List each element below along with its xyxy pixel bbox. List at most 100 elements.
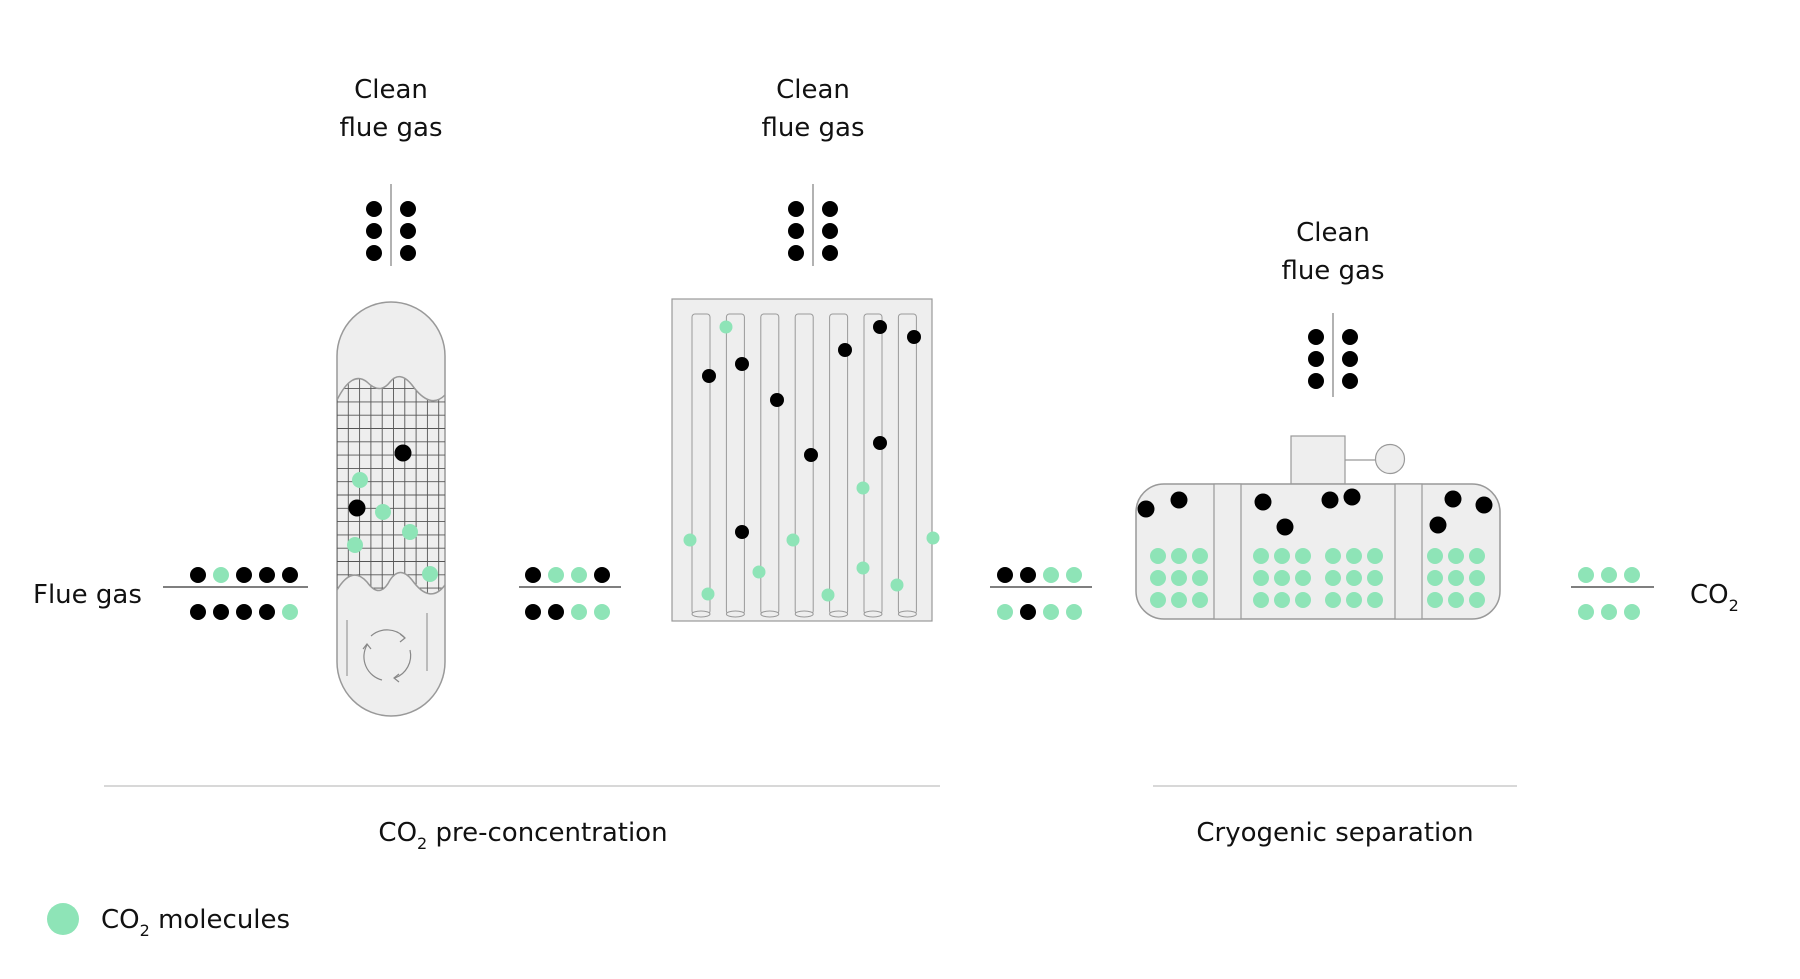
gas-molecule [735, 357, 749, 371]
co2-molecule [1469, 548, 1485, 564]
co2-molecule [1295, 592, 1311, 608]
gas-molecule [1321, 491, 1339, 509]
gas-molecule [822, 223, 838, 239]
co2-molecule [1325, 570, 1341, 586]
co2-molecule [571, 604, 587, 620]
gas-molecule [822, 245, 838, 261]
co2-molecule [347, 537, 363, 553]
vessel-partition [1213, 483, 1242, 620]
gas-molecule [1475, 496, 1493, 514]
gas-molecule [394, 444, 412, 462]
co2-molecule [1150, 570, 1166, 586]
co2-molecule [1367, 548, 1383, 564]
outlet-cryo: Clean flue gas [1281, 218, 1385, 397]
gas-molecule [997, 567, 1013, 583]
gas-molecule [788, 245, 804, 261]
co2-molecule [926, 531, 940, 545]
co2-molecule [1578, 567, 1594, 583]
outlet-adsorber: Clean flue gas [339, 75, 443, 266]
gas-molecule [236, 567, 252, 583]
co2-molecule [1150, 548, 1166, 564]
gas-molecule [366, 245, 382, 261]
stream-feed [163, 567, 308, 620]
gas-molecule [873, 320, 887, 334]
gas-molecule [1308, 351, 1324, 367]
gas-molecule [1170, 491, 1188, 509]
stream-after-adsorber [519, 567, 621, 620]
co2-molecule [213, 567, 229, 583]
co2-molecule [1274, 592, 1290, 608]
co2-molecule [1367, 570, 1383, 586]
bed-top-edge [336, 376, 446, 402]
co2-molecule [752, 565, 766, 579]
co2-molecule [1346, 570, 1362, 586]
gas-molecule [1276, 518, 1294, 536]
co2-molecule [1192, 570, 1208, 586]
gas-molecule [1308, 373, 1324, 389]
membrane-tube [829, 313, 849, 615]
co2-molecule [1066, 567, 1082, 583]
outlet-membrane: Clean flue gas [761, 75, 865, 266]
gas-molecule [348, 499, 366, 517]
co2-molecule [1624, 567, 1640, 583]
co2-molecule [1066, 604, 1082, 620]
co2-molecule [1274, 548, 1290, 564]
outlet-label-line1: Clean [1296, 218, 1370, 248]
outlet-label-line1: Clean [354, 75, 428, 105]
gas-molecule [594, 567, 610, 583]
co2-molecule [1578, 604, 1594, 620]
stream-product [1571, 567, 1654, 620]
gas-molecule [259, 604, 275, 620]
co2-molecule [1448, 570, 1464, 586]
co2-molecule [1171, 570, 1187, 586]
legend-co2-swatch [47, 903, 79, 935]
gas-molecule [366, 223, 382, 239]
gas-molecule [1308, 329, 1324, 345]
co2-molecule [1274, 570, 1290, 586]
co2-molecule [856, 481, 870, 495]
membrane-tube [794, 313, 814, 615]
vessel-partition [1394, 483, 1423, 620]
gas-molecule [190, 604, 206, 620]
co2-molecule [1427, 570, 1443, 586]
co2-molecule [1253, 592, 1269, 608]
membrane-tube [691, 313, 711, 615]
co2-molecule [352, 472, 368, 488]
co2-molecule [1171, 548, 1187, 564]
co2-molecule [282, 604, 298, 620]
gauge-icon [1374, 443, 1406, 475]
gas-molecule [735, 525, 749, 539]
co2-molecule [1469, 592, 1485, 608]
co2-molecule [701, 587, 715, 601]
gas-molecule [400, 223, 416, 239]
gas-molecule [822, 201, 838, 217]
co2-molecule [786, 533, 800, 547]
membrane-tube [897, 313, 917, 615]
gas-molecule [213, 604, 229, 620]
gas-molecule [838, 343, 852, 357]
outlet-label-line2: flue gas [1281, 256, 1384, 286]
co2-molecule [1346, 548, 1362, 564]
gas-molecule [1020, 604, 1036, 620]
co2-molecule [1601, 567, 1617, 583]
gas-molecule [1342, 329, 1358, 345]
co2-molecule [1192, 592, 1208, 608]
gas-molecule [1343, 488, 1361, 506]
co2-molecule [402, 524, 418, 540]
co2-molecule [548, 567, 564, 583]
co2-molecule [1295, 548, 1311, 564]
legend-co2-label: CO2 molecules [101, 905, 290, 940]
co2-molecule [683, 533, 697, 547]
co2-molecule [375, 504, 391, 520]
gas-molecule [770, 393, 784, 407]
cold-box [1290, 435, 1346, 485]
gas-molecule [525, 604, 541, 620]
flue-gas-label: Flue gas [33, 580, 142, 610]
gas-molecule [1137, 500, 1155, 518]
regeneration-cycle-icon [362, 629, 412, 683]
outlet-label-line1: Clean [776, 75, 850, 105]
co2-molecule [1346, 592, 1362, 608]
co2-molecule [1043, 604, 1059, 620]
co2-molecule [1253, 548, 1269, 564]
stream-after-membrane [990, 567, 1092, 620]
